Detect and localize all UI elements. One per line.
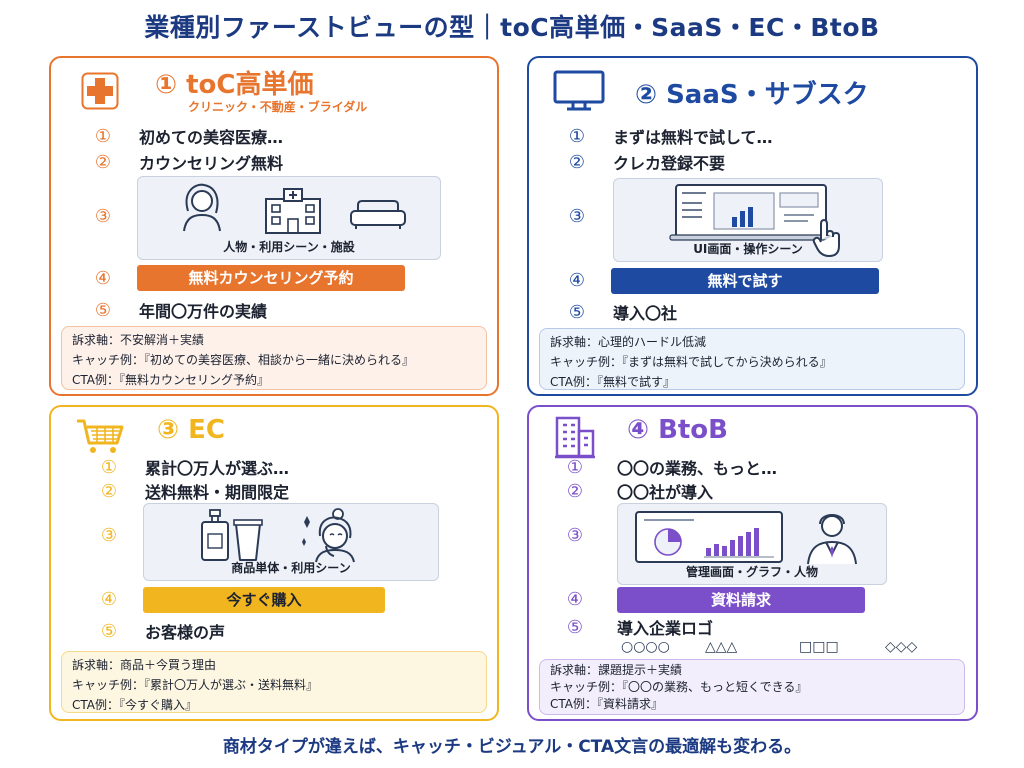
dashboard-chart-icon [635,511,783,563]
logo-placeholder: ◇◇◇ [885,639,918,655]
list-item: ② カウンセリング無料 [94,151,284,174]
card-heading: ① toC高単価 [155,70,314,100]
list-item: ① 累計〇万人が選ぶ… [100,456,290,479]
cta-request-materials-button[interactable]: 資料請求 [617,587,865,613]
list-item: ① まずは無料で試して… [568,125,773,148]
woman-face-icon [302,508,355,563]
medical-cross-icon [81,72,119,110]
footer-caption: 商材タイプが違えば、キャッチ・ビジュアル・CTA文言の最適解も変わる。 [222,737,802,757]
card-toc-high-price: ① toC高単価 クリニック・不動産・ブライダル ① 初めての美容医療… ② カ… [49,56,499,396]
list-item: ③ [94,205,112,227]
product-bottles-icon [201,509,263,561]
logo-placeholder: □□□ [799,639,839,655]
appeal-notes: 訴求軸：不安解消＋実績 キャッチ例：『初めての美容医療、相談から一緒に決められる… [61,326,487,390]
list-item: ⑤ 年間〇万件の実績 [94,299,268,322]
card-ec: ③ EC ① 累計〇万人が選ぶ… ② 送料無料・期間限定 ③ 商品単体・利用シー… [49,405,499,721]
logo-placeholder: △△△ [705,639,738,655]
appeal-notes: 訴求軸：課題提示＋実績 キャッチ例：『〇〇の業務、もっと短くできる』 CTA例：… [539,659,965,715]
visual-placeholder: 管理画面・グラフ・人物 [617,503,887,585]
appeal-notes: 訴求軸：商品＋今買う理由 キャッチ例：『累計〇万人が選ぶ・送料無料』 CTA例：… [61,651,487,713]
visual-placeholder: UI画面・操作シーン [613,178,883,262]
card-heading: ③ EC [157,415,225,445]
list-item: ⑤ 導入企業ロゴ [566,616,714,639]
hospital-building-icon [265,188,321,234]
list-item: ④ [568,269,586,291]
visual-caption: 管理画面・グラフ・人物 [685,565,818,579]
cta-free-counseling-button[interactable]: 無料カウンセリング予約 [137,265,405,291]
visual-caption: UI画面・操作シーン [693,242,803,256]
company-logos-row: ○○○○ △△△ □□□ ◇◇◇ [621,635,917,659]
card-btob: ④ BtoB ① 〇〇の業務、もっと… ② 〇〇社が導入 ③ [527,405,978,721]
card-subheading: クリニック・不動産・ブライダル [188,100,368,114]
list-item: ③ [100,524,118,546]
visual-placeholder: 商品単体・利用シーン [143,503,439,581]
card-heading: ④ BtoB [627,415,728,445]
list-item: ② 送料無料・期間限定 [100,480,290,503]
page-title: 業種別ファーストビューの型｜toC高単価・SaaS・EC・BtoB [144,13,880,42]
appeal-notes: 訴求軸：心理的ハードル低減 キャッチ例：『まずは無料で試してから決められる』 C… [539,328,965,390]
list-item: ③ [568,205,586,227]
list-item: ⑤ お客様の声 [100,620,226,643]
office-building-icon [555,416,595,459]
list-item: ⑤ 導入〇社 [568,301,678,324]
monitor-icon [553,70,605,111]
visual-placeholder: 人物・利用シーン・施設 [137,176,441,260]
list-item: ④ [100,588,118,610]
pointer-hand-icon [812,219,840,257]
cta-free-trial-button[interactable]: 無料で試す [611,268,879,294]
list-item: ④ [566,588,584,610]
list-item: ② 〇〇社が導入 [566,480,714,503]
card-saas-subscription: ② SaaS・サブスク ① まずは無料で試して… ② クレカ登録不要 ③ UI画… [527,56,978,396]
list-item: ① 〇〇の業務、もっと… [566,456,778,479]
visual-caption: 商品単体・利用シーン [231,561,351,575]
card-heading: ② SaaS・サブスク [635,80,869,110]
ui-screen-icon [669,184,833,241]
logo-placeholder: ○○○○ [621,639,670,655]
businessman-icon [807,514,857,565]
cta-buy-now-button[interactable]: 今すぐ購入 [143,587,385,613]
cart-icon [77,419,124,453]
list-item: ① 初めての美容医療… [94,125,284,148]
list-item: ④ [94,267,112,289]
person-icon [183,183,221,232]
list-item: ② クレカ登録不要 [568,151,726,174]
sofa-icon [350,200,406,229]
list-item: ③ [566,524,584,546]
visual-caption: 人物・利用シーン・施設 [223,240,355,254]
